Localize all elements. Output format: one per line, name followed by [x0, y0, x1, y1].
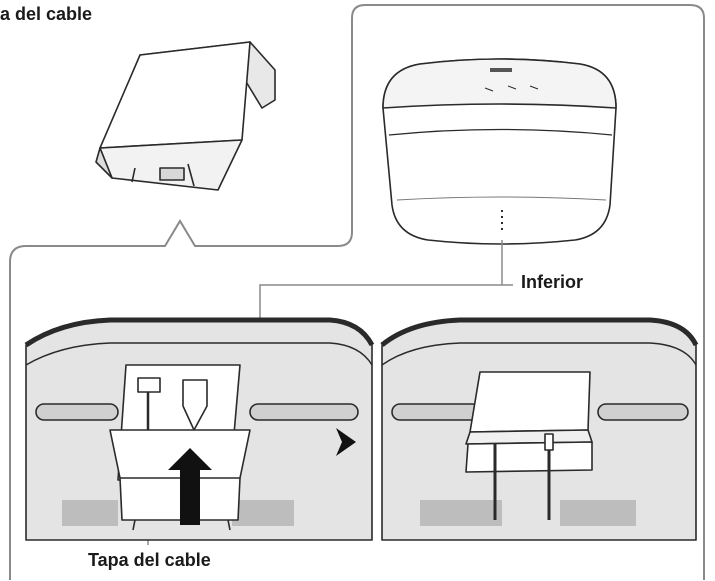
speaker — [382, 58, 617, 245]
cable-cover-loose — [95, 41, 276, 191]
callout-frame — [9, 4, 705, 580]
up-arrow — [168, 448, 212, 525]
top-title-label: a del cable — [0, 4, 93, 24]
bottom-label: Inferior — [521, 272, 584, 292]
bottom-view-insert — [24, 317, 375, 541]
cable-cover-label: Tapa del cable — [88, 550, 211, 570]
bottom-view-installed — [380, 317, 699, 541]
